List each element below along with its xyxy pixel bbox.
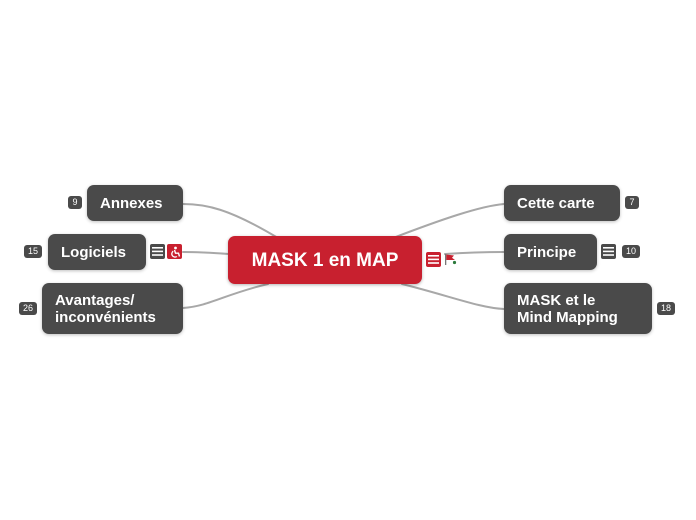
connector-mask-mm [401,283,505,310]
connector-avantages [182,283,269,309]
child-count-badge: 26 [19,302,38,315]
topic-annexes[interactable]: Annexes [87,185,183,221]
child-count-badge: 18 [657,302,676,315]
child-count-badge: 15 [24,245,43,258]
topic-label: Principe [517,243,577,261]
topic-cette-carte[interactable]: Cette carte [504,185,620,221]
central-topic[interactable]: MASK 1 en MAP [228,236,422,284]
topic-avantages-inconvenients[interactable]: Avantages/ inconvénients [42,283,183,334]
topic-label: Annexes [100,194,163,212]
connector-cette-carte [392,203,505,239]
connector-logiciels [182,251,230,255]
connector-annexes [182,203,279,239]
topic-principe[interactable]: Principe [504,234,597,270]
child-count-badge: 10 [622,245,641,258]
child-count-badge: 9 [68,196,82,209]
topic-label: Cette carte [517,194,595,212]
note-icon[interactable] [426,252,441,267]
topic-mask-mind-mapping[interactable]: MASK et le Mind Mapping [504,283,652,334]
note-icon[interactable] [150,244,165,259]
child-count-badge: 7 [625,196,639,209]
flag-icon[interactable] [443,252,458,267]
central-topic-label: MASK 1 en MAP [251,249,399,271]
topic-logiciels[interactable]: Logiciels [48,234,146,270]
topic-label: Logiciels [61,243,127,261]
note-icon[interactable] [601,244,616,259]
connector-principe [444,251,505,255]
topic-label: MASK et le Mind Mapping [517,291,618,326]
topic-label: Avantages/ inconvénients [55,291,156,326]
accessibility-icon[interactable] [167,244,182,259]
